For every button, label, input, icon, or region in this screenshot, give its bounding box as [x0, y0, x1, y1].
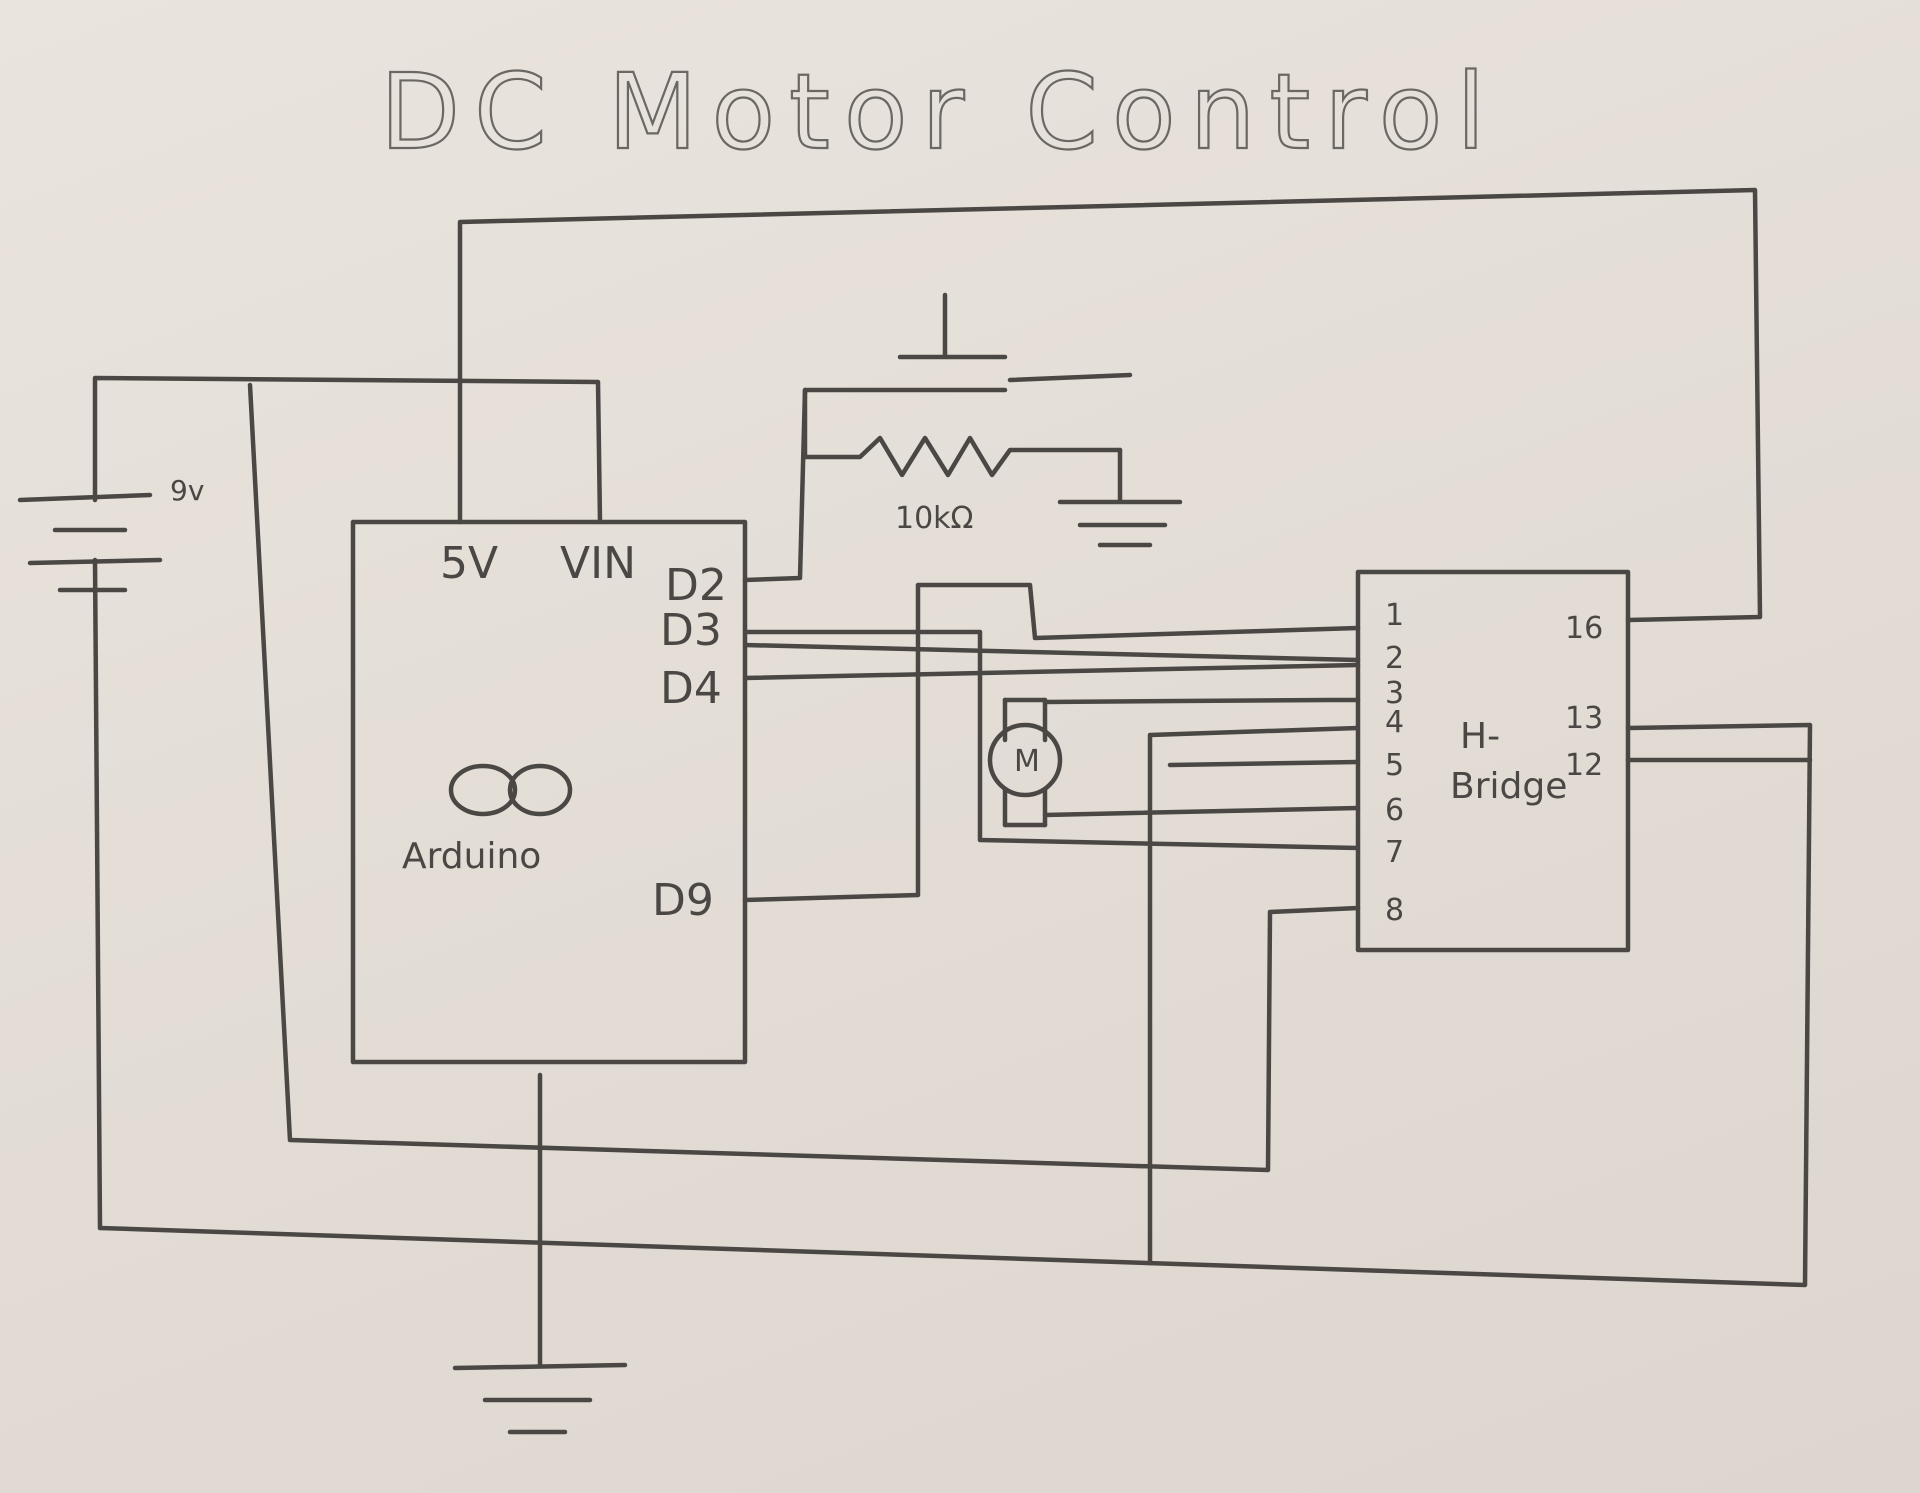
h-bridge-pin-1-label: 1 [1385, 598, 1404, 633]
battery-symbol [17, 492, 163, 593]
h-bridge-pin-4-label: 4 [1385, 705, 1404, 740]
resistor-symbol [802, 435, 1123, 478]
h-bridge-name-line2: Bridge [1450, 766, 1567, 807]
pin-vin-label: VIN [560, 538, 636, 589]
pin-d3-label: D3 [660, 605, 722, 656]
arduino-board [350, 519, 748, 1065]
h-bridge-pin-7-label: 7 [1385, 835, 1404, 870]
motor-symbol [987, 697, 1063, 828]
h-bridge-name-line1: H- [1460, 716, 1500, 757]
resistor-label: 10kΩ [895, 501, 973, 536]
push-button-symbol [897, 292, 1133, 383]
pin-d9-label: D9 [652, 875, 714, 926]
h-bridge-pin-16-label: 16 [1565, 611, 1603, 646]
h-bridge-pin-13-label: 13 [1565, 701, 1603, 736]
arduino-logo-icon [448, 763, 573, 817]
h-bridge-pin-5-label: 5 [1385, 748, 1404, 783]
h-bridge-pin-3-label: 3 [1385, 676, 1404, 711]
arduino-name: Arduino [402, 836, 541, 877]
pin-d4-label: D4 [660, 663, 722, 714]
pin-5v-label: 5V [440, 538, 498, 589]
pin-d2-label: D2 [665, 560, 727, 611]
ground-symbol-main [452, 1072, 628, 1435]
battery-label: 9v [170, 474, 204, 507]
h-bridge-pin-12-label: 12 [1565, 748, 1603, 783]
wires [92, 187, 1813, 1288]
ground-symbol-resistor [1057, 447, 1183, 548]
motor-label: M [1014, 744, 1040, 779]
h-bridge-left-pin-labels: 1 234 5 6 7 8 [1385, 598, 1404, 928]
h-bridge-pin-8-label: 8 [1385, 893, 1404, 928]
diagram-title: DC Motor Control [380, 51, 1499, 173]
h-bridge-pin-6-label: 6 [1385, 793, 1404, 828]
h-bridge-pin-2-label: 2 [1385, 641, 1404, 676]
